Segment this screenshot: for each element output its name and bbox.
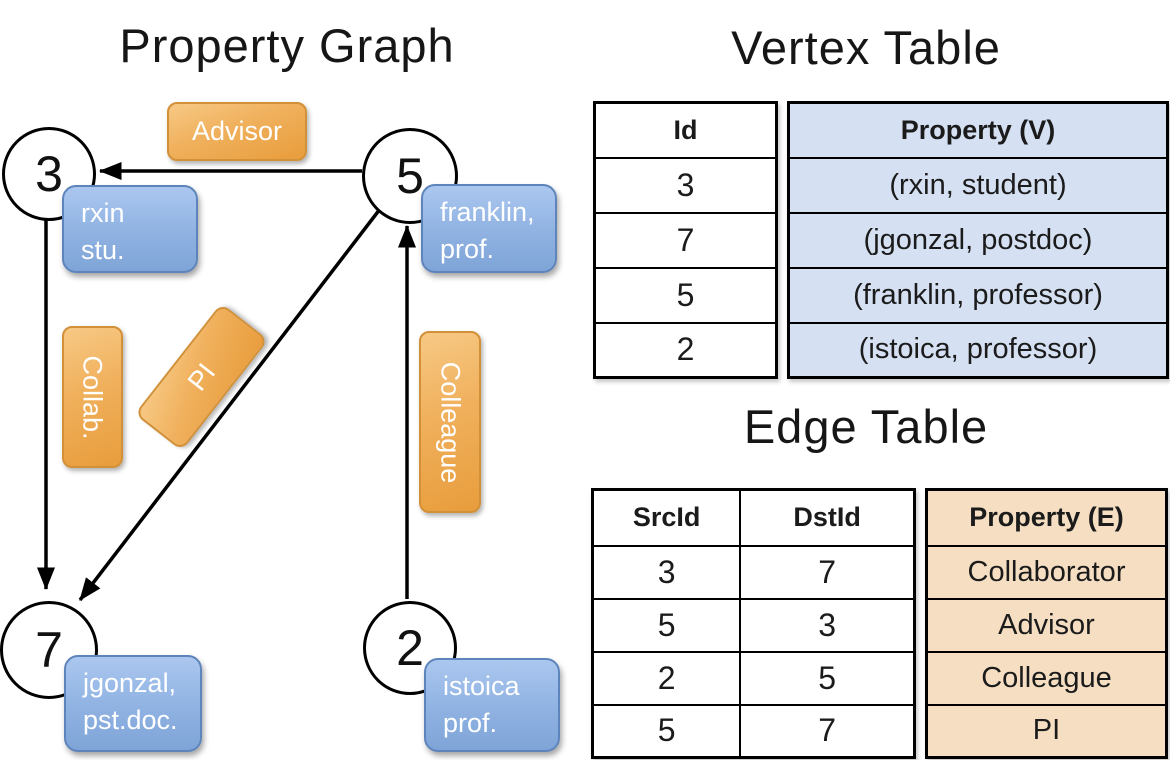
edge-label-collab: Collab. — [62, 326, 123, 468]
edge-label-text: PI — [181, 357, 221, 396]
vertex-table-cell-id: 7 — [593, 211, 778, 269]
edge-table-title: Edge Table — [743, 400, 989, 453]
vertex-property-line: istoica — [443, 671, 520, 701]
vertex-table-cell-property: (franklin, professor) — [787, 266, 1169, 324]
edge-table-header-dstid: DstId — [739, 488, 916, 547]
edge-table-cell-dst: 7 — [739, 544, 916, 600]
vertex-table-cell-property: (rxin, student) — [787, 156, 1169, 214]
vertex-property-line: franklin, — [440, 197, 535, 227]
vertex-table-cell-id: 5 — [593, 266, 778, 324]
vertex-property-line: pst.doc. — [83, 705, 178, 736]
edge-label-text: Colleague — [435, 361, 466, 483]
vertex-table-header-property: Property (V) — [787, 101, 1169, 159]
vertex-property-line: rxin — [81, 198, 125, 228]
edge-table-cell-property: Advisor — [925, 597, 1168, 653]
edge-table-cell-src: 3 — [591, 544, 742, 600]
edge-table-property-column: Property (E) Collaborator Advisor Collea… — [925, 488, 1168, 759]
vertex-property-box-3: rxin stu. — [62, 185, 198, 273]
edge-table-cell-src: 5 — [591, 597, 742, 653]
edge-label-advisor: Advisor — [167, 102, 307, 161]
vertex-table-cell-property: (jgonzal, postdoc) — [787, 211, 1169, 269]
edge-table-cell-src: 2 — [591, 650, 742, 706]
vertex-property-box-2: istoica prof. — [424, 658, 560, 752]
vertex-table-cell-id: 2 — [593, 321, 778, 379]
vertex-table-cell-id: 3 — [593, 156, 778, 214]
edge-table-header-property: Property (E) — [925, 488, 1168, 547]
edge-table-cell-dst: 7 — [739, 703, 916, 759]
edge-label-text: Advisor — [191, 116, 283, 146]
edge-table-cell-dst: 3 — [739, 597, 916, 653]
vertex-property-line: prof. — [443, 708, 498, 739]
edge-table-id-columns: SrcId DstId 3 7 5 3 2 5 5 7 — [591, 488, 916, 759]
node-id-label: 3 — [35, 146, 63, 202]
edge-arrow-5-to-7 — [78, 207, 382, 602]
graph-title: Property Graph — [119, 19, 455, 72]
edge-label-colleague: Colleague — [419, 331, 481, 513]
vertex-property-line: prof. — [440, 234, 495, 265]
vertex-table-cell-property: (istoica, professor) — [787, 321, 1169, 379]
node-id-label: 2 — [396, 620, 424, 676]
edge-table-cell-property: Collaborator — [925, 544, 1168, 600]
edge-table-cell-src: 5 — [591, 703, 742, 759]
vertex-table-property-column: Property (V) (rxin, student) (jgonzal, p… — [787, 101, 1169, 379]
vertex-property-line: stu. — [81, 235, 125, 266]
vertex-table-id-column: Id 3 7 5 2 — [593, 101, 778, 379]
edge-label-text: Collab. — [78, 354, 109, 440]
node-id-label: 5 — [396, 148, 424, 204]
graph-node-3: 3 — [2, 127, 96, 221]
edge-table-cell-dst: 5 — [739, 650, 916, 706]
edge-table-header-srcid: SrcId — [591, 488, 742, 547]
vertex-property-line: jgonzal, — [83, 668, 177, 698]
vertex-property-box-7: jgonzal, pst.doc. — [64, 655, 202, 752]
vertex-table-header-id: Id — [593, 101, 778, 159]
vertex-property-box-5: franklin, prof. — [421, 184, 557, 273]
node-id-label: 7 — [35, 622, 63, 678]
edge-table-cell-property: Colleague — [925, 650, 1168, 706]
vertex-table-title: Vertex Table — [731, 21, 1001, 74]
edge-table-cell-property: PI — [925, 703, 1168, 759]
